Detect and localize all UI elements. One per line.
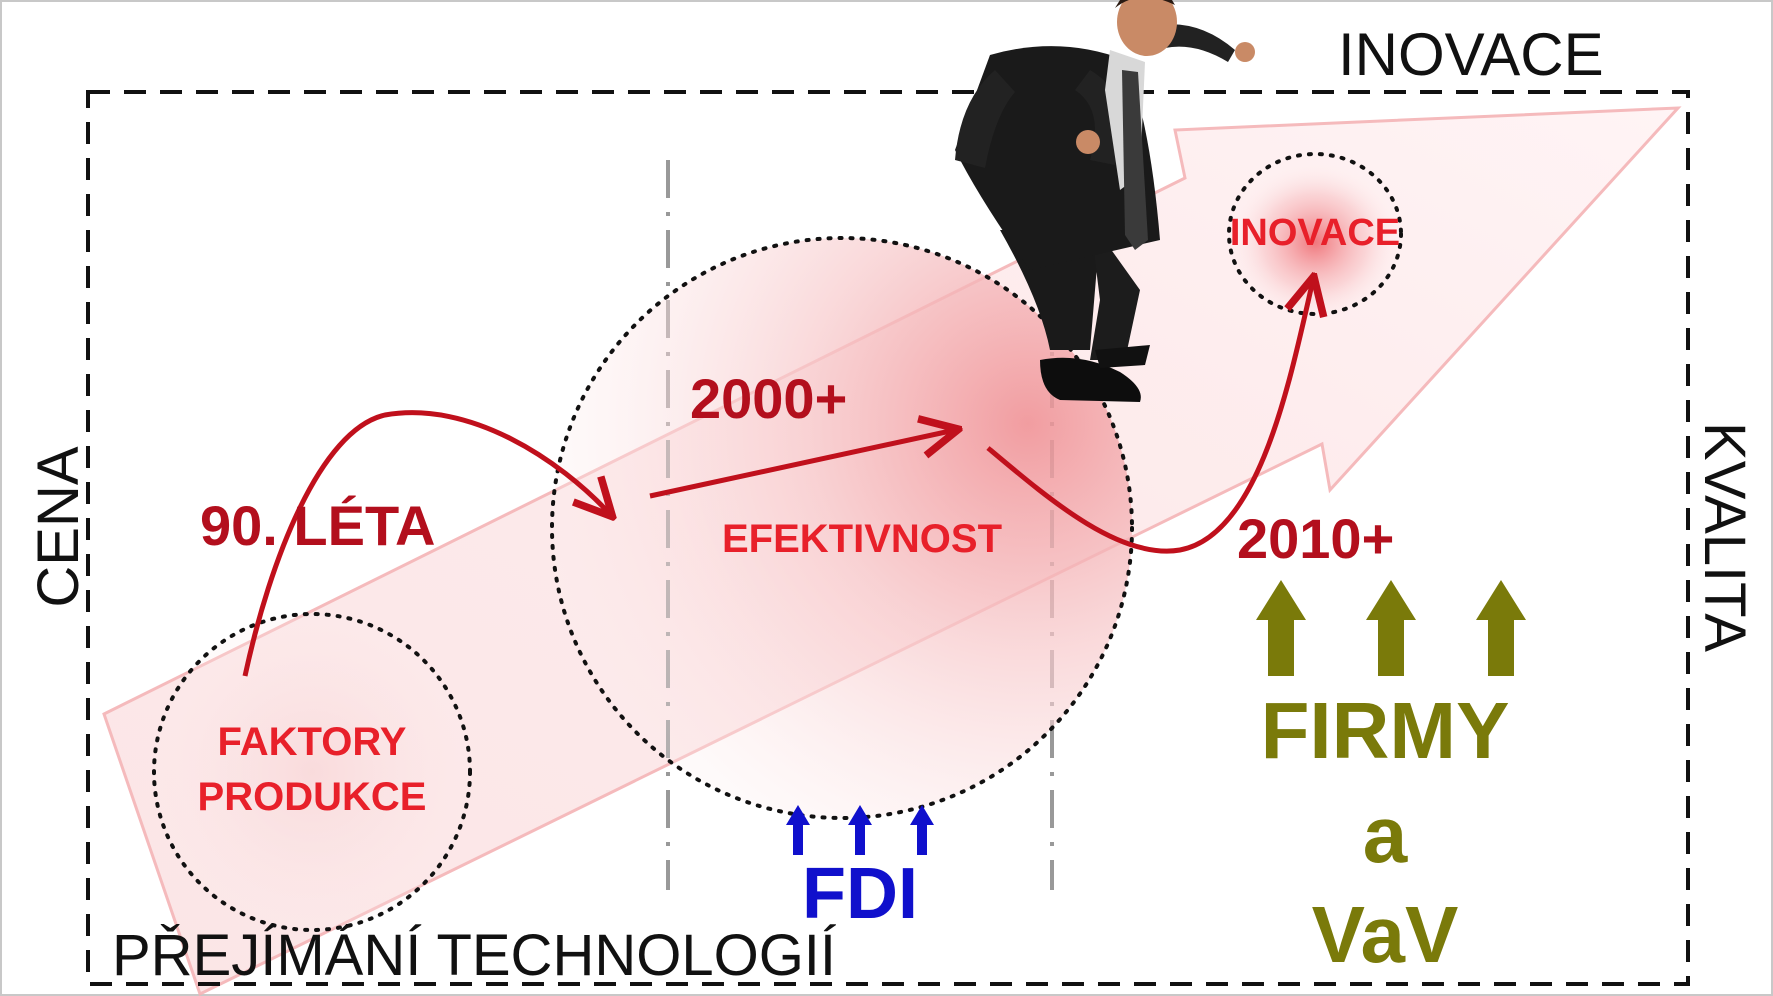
fdi-arrows xyxy=(786,805,934,855)
efficiency-label: EFEKTIVNOST xyxy=(722,517,1002,561)
firms-label-line3: VaV xyxy=(1312,890,1459,979)
curve-arrow-2000 xyxy=(649,430,955,499)
innovation-stage-label: INOVACE xyxy=(1230,212,1400,254)
bottom-left-label: PŘEJÍMÁNÍ TECHNOLOGIÍ xyxy=(112,923,837,988)
businessman-icon xyxy=(955,0,1255,402)
fdi-label: FDI xyxy=(802,854,918,934)
period-2000-label: 2000+ xyxy=(690,367,847,430)
period-2010-label: 2010+ xyxy=(1237,507,1394,570)
firms-label-line1: FIRMY xyxy=(1261,686,1510,775)
fdi-arrow-icon xyxy=(848,805,872,855)
firms-arrow-icon xyxy=(1366,580,1416,676)
curve-arrow-2010 xyxy=(986,280,1313,554)
left-axis-label: CENA xyxy=(26,446,91,607)
fdi-arrow-icon xyxy=(910,805,934,855)
curve-arrow-1990 xyxy=(242,410,610,677)
firms-arrows xyxy=(1256,580,1526,676)
factors-label-line2: PRODUKCE xyxy=(198,775,427,819)
efficiency-circle xyxy=(550,236,1134,820)
factors-circle xyxy=(152,612,472,932)
period-1990-label: 90. LÉTA xyxy=(200,494,435,557)
factors-label-line1: FAKTORY xyxy=(218,720,407,764)
firms-arrow-icon xyxy=(1256,580,1306,676)
firms-label-line2: a xyxy=(1363,790,1408,879)
firms-arrow-icon xyxy=(1476,580,1526,676)
top-right-label: INOVACE xyxy=(1338,21,1604,88)
dashed-frame xyxy=(86,90,1690,986)
fdi-arrow-icon xyxy=(786,805,810,855)
right-axis-label: KVALITA xyxy=(1692,422,1757,652)
